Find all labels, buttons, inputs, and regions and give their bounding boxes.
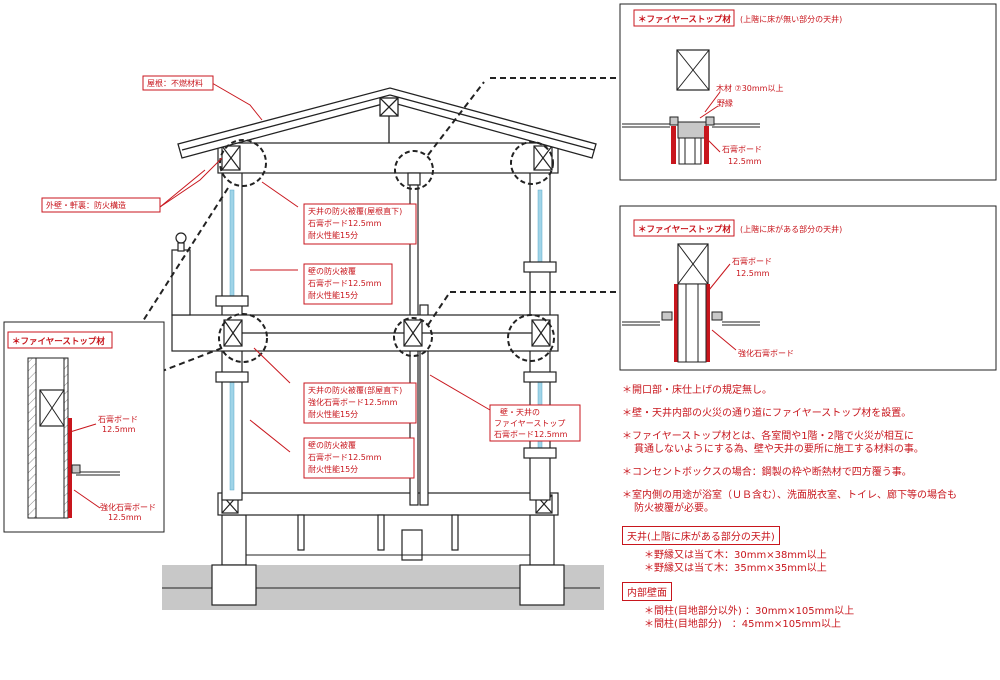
wall-lower-line2: 石膏ボード12.5mm xyxy=(308,452,382,462)
roof-label: 屋根：不燃材料 xyxy=(147,78,203,88)
ceiling-room-line3: 耐火性能15分 xyxy=(308,409,358,419)
detail-top-title: ＊ファイヤーストップ材 xyxy=(638,14,731,25)
ceiling-section-title: 天井(上階に床がある部分の天井) xyxy=(622,526,780,545)
detail-top-wood: 木材 ⑦30mm以上 xyxy=(716,83,783,93)
wall-lower-label-box xyxy=(303,437,415,479)
foundation xyxy=(211,514,565,606)
firestop-line3: 石膏ボード12.5mm xyxy=(494,429,568,439)
detail-mid-board2: 強化石膏ボード xyxy=(738,348,794,358)
ceiling-item-2: ＊野縁又は当て木：35mm×35mm以上 xyxy=(644,563,827,574)
detail-left-board2-size: 12.5mm xyxy=(108,513,142,522)
second-floor-beam xyxy=(171,314,559,352)
detail-mid-title: ＊ファイヤーストップ材 xyxy=(638,224,731,235)
wall-upper-label-box xyxy=(303,263,393,305)
ceiling-roof-line2: 石膏ボード12.5mm xyxy=(308,218,382,228)
detail-left: ＊ファイヤーストップ材 石膏ボード 12.5mm 強化石膏ボード 12.5mm xyxy=(3,321,165,533)
ceiling-room-label-box xyxy=(303,382,417,424)
note-2: ＊壁・天井内部の火災の通り道にファイヤーストップ材を設置。 xyxy=(622,408,912,419)
note-3-line1: ＊ファイヤーストップ材とは、各室間や1階・2階で火災が相互に xyxy=(622,431,914,442)
ceiling-roof-line3: 耐火性能15分 xyxy=(308,230,358,240)
detail-mid-board-size: 12.5mm xyxy=(736,269,770,278)
note-5: ＊室内側の用途が浴室（ＵＢ含む）、洗面脱衣室、トイレ、廊下等の場合も 防火被覆が… xyxy=(622,489,1000,515)
detail-mid-board: 石膏ボード xyxy=(732,256,772,266)
note-3: ＊ファイヤーストップ材とは、各室間や1階・2階で火災が相互に 貫通しないようにす… xyxy=(622,430,1000,456)
wall-item-2: ＊間柱(目地部分) ：45mm×105mm以上 xyxy=(644,619,841,630)
note-4: ＊コンセントボックスの場合：鋼製の枠や断熱材で四方覆う事。 xyxy=(622,467,912,478)
detail-top-board: 石膏ボード xyxy=(722,144,762,154)
ceiling-item-1: ＊野縁又は当て木：30mm×38mm以上 xyxy=(644,550,827,561)
wall-item-1: ＊間柱(目地部分以外) ：30mm×105mm以上 xyxy=(644,606,855,617)
firestop-line2: ファイヤーストップ xyxy=(494,419,565,428)
note-5-line1: ＊室内側の用途が浴室（ＵＢ含む）、洗面脱衣室、トイレ、廊下等の場合も xyxy=(622,490,957,501)
ground-floor-structure xyxy=(217,492,559,551)
detail-top-subtitle: (上階に床が無い部分の天井) xyxy=(740,14,842,24)
wall-eaves-label-box xyxy=(41,197,161,213)
wall-lower-line1: 壁の防火被覆 xyxy=(308,440,356,450)
wall-eaves-label: 外壁・軒裏：防火構造 xyxy=(46,200,126,210)
note-1: ＊開口部・床仕上げの規定無し。 xyxy=(622,385,772,396)
detail-left-board: 石膏ボード xyxy=(98,414,138,424)
notes-panel: ＊開口部・床仕上げの規定無し。 ＊壁・天井内部の火災の通り道にファイヤーストップ… xyxy=(622,384,1000,631)
detail-mid-subtitle: (上階に床がある部分の天井) xyxy=(740,224,842,234)
firestop-line1: 壁・天井の xyxy=(500,407,540,417)
wall-upper-line2: 石膏ボード12.5mm xyxy=(308,278,382,288)
ceiling-roof-line1: 天井の防火被覆(屋根直下) xyxy=(308,206,402,216)
detail-top-batten: 野縁 xyxy=(717,98,733,108)
detail-left-board2: 強化石膏ボード xyxy=(100,502,156,512)
detail-left-title: ＊ファイヤーストップ材 xyxy=(12,336,105,347)
note-5-line2: 防火被覆が必要。 xyxy=(634,503,714,514)
wall-upper-line3: 耐火性能15分 xyxy=(308,290,358,300)
ceiling-room-line2: 強化石膏ボード12.5mm xyxy=(308,397,398,407)
firestop-label-box xyxy=(489,404,581,442)
note-3-line2: 貫通しないようにする為、壁や天井の要所に施工する材料の事。 xyxy=(634,444,924,455)
detail-mid: ＊ファイヤーストップ材 (上階に床がある部分の天井) 石膏ボード 12.5mm … xyxy=(619,205,997,371)
firestop-markers xyxy=(218,139,555,363)
detail-top: ＊ファイヤーストップ材 (上階に床が無い部分の天井) 木材 ⑦30mm以上 野縁… xyxy=(619,3,997,181)
wall-upper-line1: 壁の防火被覆 xyxy=(308,266,356,276)
detail-top-board-size: 12.5mm xyxy=(728,157,762,166)
ceiling-room-line1: 天井の防火被覆(部屋直下) xyxy=(308,385,402,395)
wall-lower-line3: 耐火性能15分 xyxy=(308,464,358,474)
ceiling-roof-label-box xyxy=(303,203,417,245)
wall-section-title: 内部壁面 xyxy=(622,582,672,601)
detail-left-board-size: 12.5mm xyxy=(102,425,136,434)
callout-leaders xyxy=(159,82,491,453)
balcony xyxy=(171,232,191,316)
roof-label-box xyxy=(142,75,214,91)
roof xyxy=(177,87,597,159)
